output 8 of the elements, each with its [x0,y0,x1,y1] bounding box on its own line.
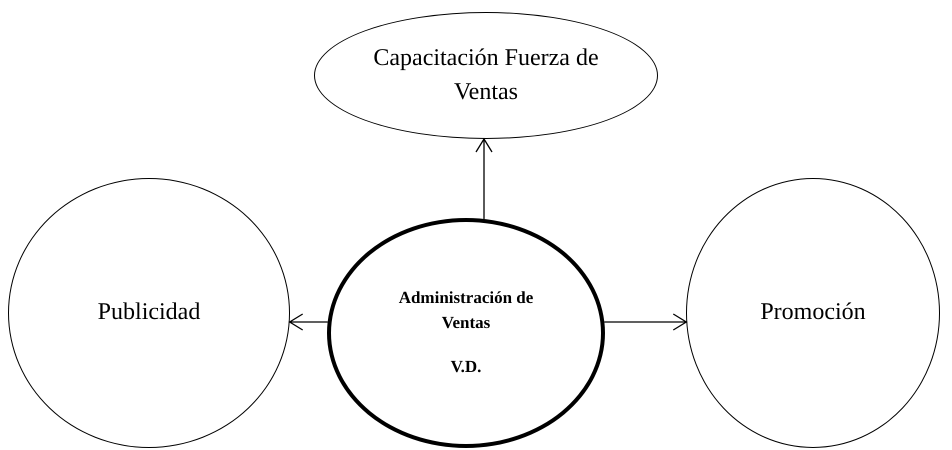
node-label: Promoción [760,298,866,328]
node-label: Capacitación Fuerza de Ventas [372,44,600,106]
node-label: V.D. [450,356,482,378]
arrow [289,313,328,331]
node-label: Publicidad [98,298,200,328]
arrow [475,138,493,219]
arrow [604,313,687,331]
node-label: Administración de Ventas [398,287,534,334]
